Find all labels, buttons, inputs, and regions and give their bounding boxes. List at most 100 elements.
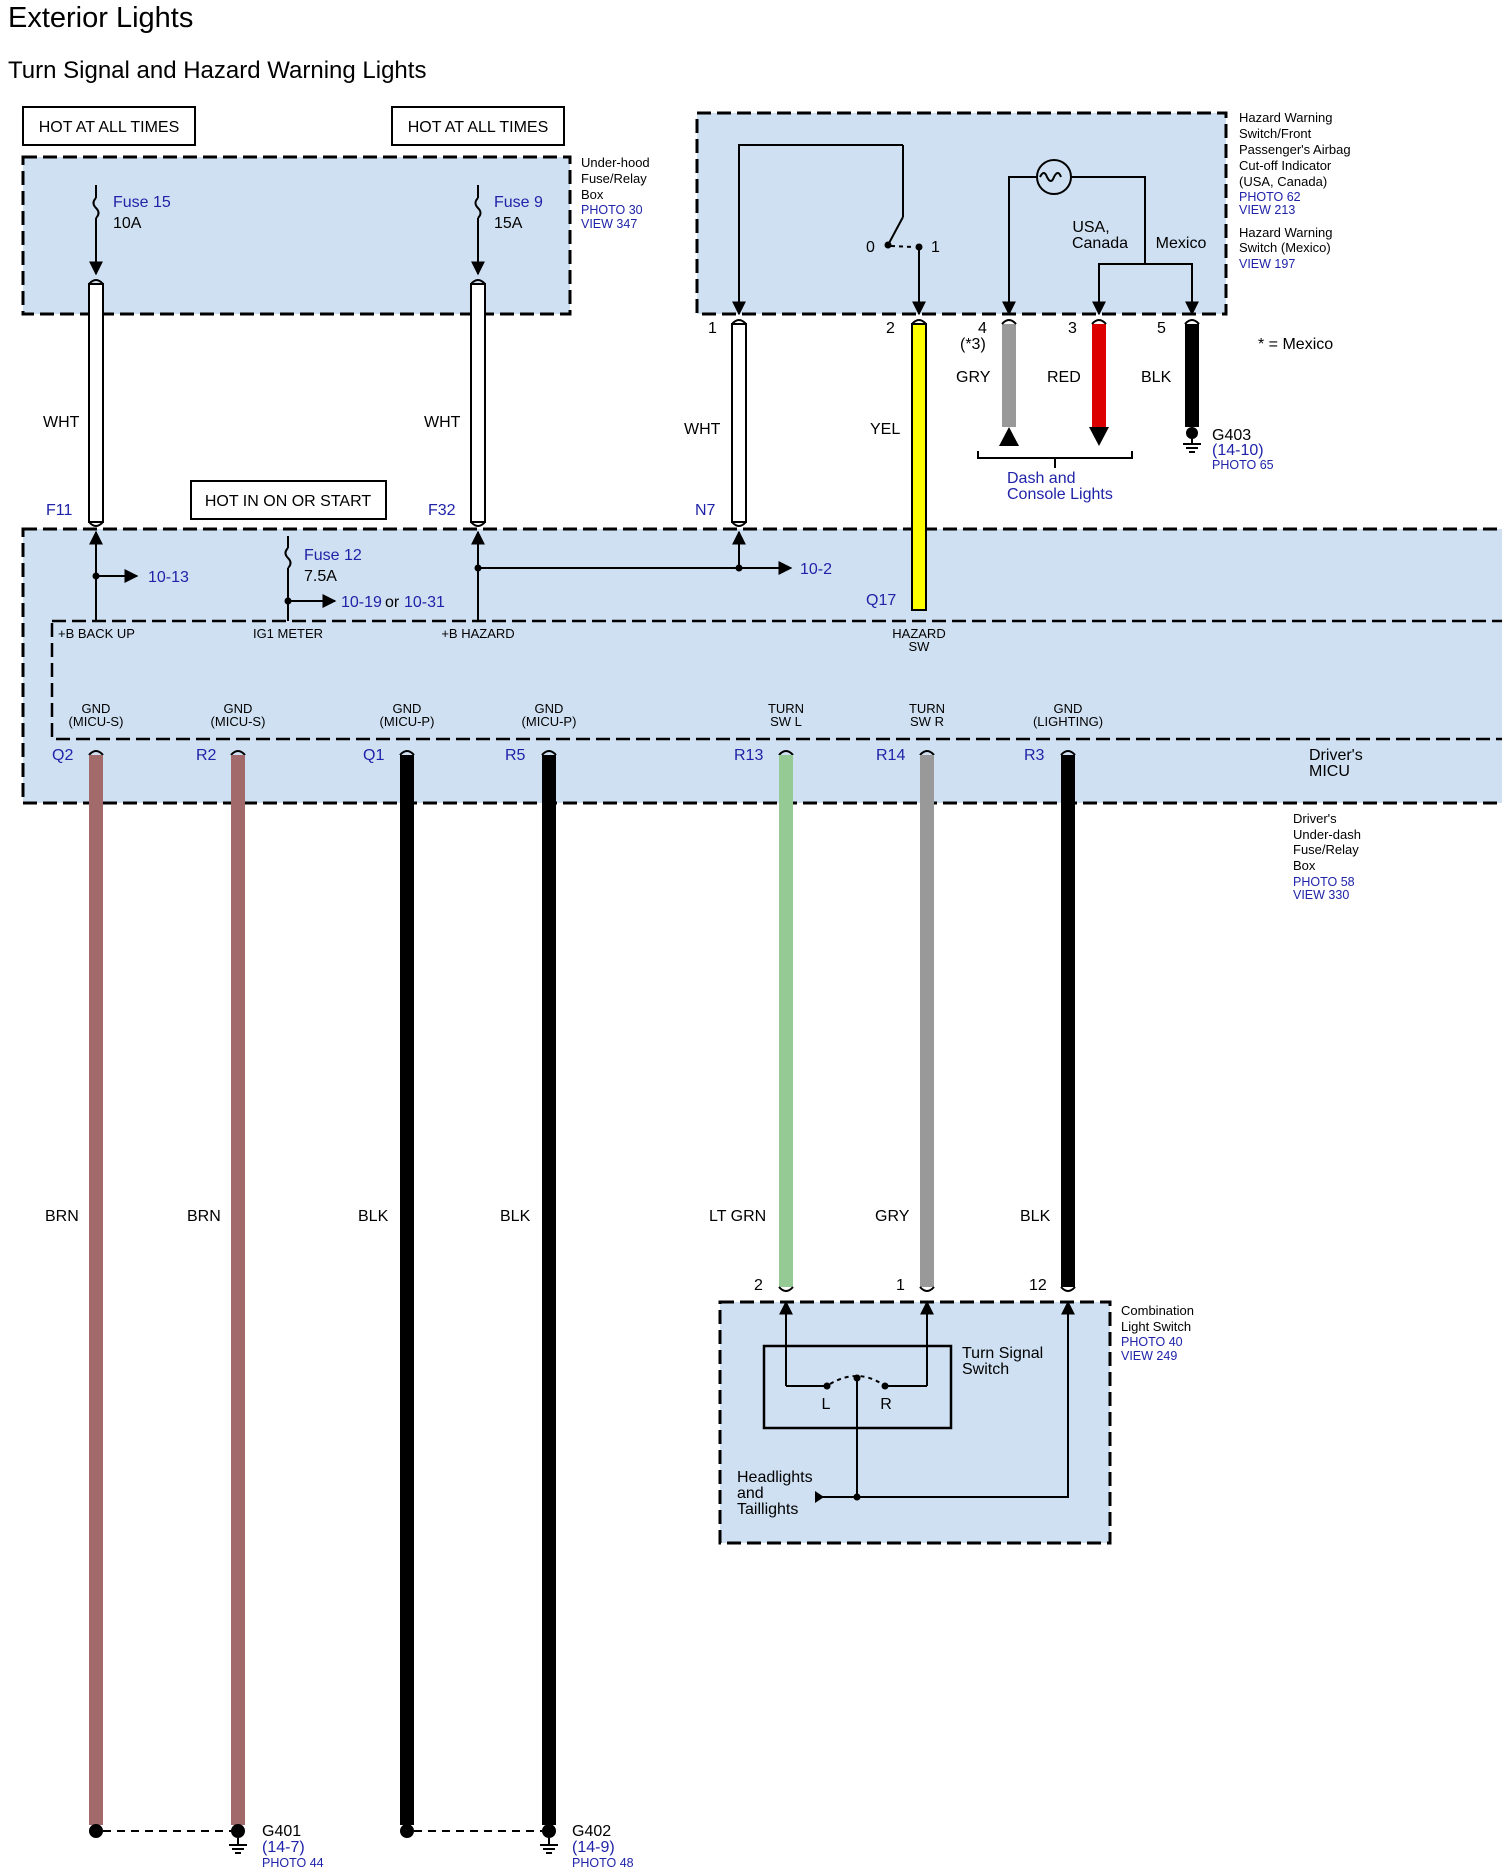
- under-dash-pin-labels: F11 F32 N7 Q17: [46, 502, 896, 609]
- svg-text:(14-10): (14-10): [1212, 442, 1264, 459]
- svg-text:VIEW 197: VIEW 197: [1239, 257, 1295, 271]
- wire-gry-r14: GRY: [875, 750, 935, 1292]
- svg-text:BLK: BLK: [1020, 1208, 1051, 1225]
- page-title: Exterior Lights: [8, 2, 194, 34]
- svg-text:Combination: Combination: [1121, 1303, 1194, 1318]
- svg-text:VIEW 213: VIEW 213: [1239, 203, 1295, 217]
- b-backup-circuit: 10-13: [89, 530, 189, 621]
- svg-text:GND: GND: [1054, 701, 1083, 716]
- wire-brn-r2: BRN: [187, 750, 246, 1825]
- svg-text:Mexico: Mexico: [1156, 235, 1207, 252]
- svg-text:Turn Signal: Turn Signal: [962, 1345, 1043, 1362]
- svg-text:Box: Box: [1293, 858, 1316, 873]
- fuse-9: Fuse 9 15A: [471, 185, 543, 276]
- svg-text:GRY: GRY: [956, 369, 991, 386]
- svg-text:12: 12: [1029, 1277, 1047, 1294]
- svg-text:(MICU-S): (MICU-S): [69, 714, 124, 729]
- svg-text:R: R: [880, 1396, 892, 1413]
- indicator-lamp-circuit: USA, Canada Mexico: [1002, 159, 1207, 316]
- svg-text:HAZARD: HAZARD: [892, 626, 945, 641]
- hot-at-all-times-label-2: HOT AT ALL TIMES: [391, 106, 565, 146]
- svg-text:Canada: Canada: [1072, 235, 1128, 252]
- svg-text:PHOTO 65: PHOTO 65: [1212, 458, 1274, 472]
- svg-text:Light Switch: Light Switch: [1121, 1319, 1191, 1334]
- svg-text:G402: G402: [572, 1823, 611, 1840]
- micu-bottom-pins: Q2 R2 Q1 R5 R13 R14 R3: [52, 747, 1045, 764]
- wire-blk-r5: BLK: [500, 750, 557, 1825]
- wire-blk-g403: BLK: [1141, 319, 1200, 427]
- svg-text:PHOTO 58: PHOTO 58: [1293, 875, 1355, 889]
- svg-text:BLK: BLK: [1141, 369, 1172, 386]
- svg-text:Switch (Mexico): Switch (Mexico): [1239, 240, 1331, 255]
- svg-text:F32: F32: [428, 502, 456, 519]
- svg-text:PHOTO 30: PHOTO 30: [581, 203, 643, 217]
- under-dash-fuse-box: [21, 527, 1502, 805]
- svg-text:Fuse/Relay: Fuse/Relay: [1293, 842, 1359, 857]
- svg-text:1: 1: [931, 239, 940, 256]
- under-dash-box-label: Driver's Under-dash Fuse/Relay Box PHOTO…: [1293, 811, 1361, 902]
- svg-text:Switch: Switch: [962, 1361, 1009, 1378]
- svg-text:USA,: USA,: [1072, 219, 1109, 236]
- wire-wht-f32: WHT: [424, 279, 486, 527]
- micu-ground-labels: GND (MICU-S) GND (MICU-S) GND (MICU-P) G…: [69, 701, 1103, 729]
- svg-text:TURN: TURN: [768, 701, 804, 716]
- svg-text:VIEW 330: VIEW 330: [1293, 888, 1349, 902]
- svg-text:BRN: BRN: [45, 1208, 79, 1225]
- svg-text:GND: GND: [82, 701, 111, 716]
- combination-switch-box: [718, 1300, 1112, 1545]
- svg-text:2: 2: [886, 320, 895, 337]
- svg-text:(14-7): (14-7): [262, 1839, 305, 1856]
- svg-text:HOT AT ALL TIMES: HOT AT ALL TIMES: [39, 119, 180, 136]
- svg-text:3: 3: [1068, 320, 1077, 337]
- svg-text:PHOTO 62: PHOTO 62: [1239, 190, 1301, 204]
- g401-ground-icon: G401 (14-7) PHOTO 44: [89, 1823, 324, 1870]
- svg-text:Taillights: Taillights: [737, 1501, 798, 1518]
- svg-text:GND: GND: [393, 701, 422, 716]
- svg-text:5: 5: [1157, 320, 1166, 337]
- svg-text:MICU: MICU: [1309, 763, 1350, 780]
- svg-text:VIEW 347: VIEW 347: [581, 217, 637, 231]
- svg-text:HOT IN ON OR START: HOT IN ON OR START: [205, 493, 371, 510]
- svg-text:R14: R14: [876, 747, 905, 764]
- svg-text:R2: R2: [196, 747, 217, 764]
- hazard-switch-label: Hazard Warning Switch/Front Passenger's …: [1239, 110, 1351, 271]
- svg-text:PHOTO 48: PHOTO 48: [572, 1856, 634, 1870]
- wire-gry-dash: GRY: [956, 319, 1019, 446]
- svg-text:Q17: Q17: [866, 592, 896, 609]
- g403-ground-icon: G403 (14-10) PHOTO 65: [1183, 427, 1274, 472]
- underhood-box-label: Under-hood Fuse/Relay Box PHOTO 30 VIEW …: [581, 155, 650, 231]
- svg-text:YEL: YEL: [870, 421, 900, 438]
- wire-yel-q17: YEL: [870, 319, 927, 611]
- svg-text:Hazard Warning: Hazard Warning: [1239, 225, 1332, 240]
- wire-brn-q2: BRN: [45, 750, 104, 1825]
- svg-text:10-13: 10-13: [148, 569, 189, 586]
- svg-text:10-31: 10-31: [404, 594, 445, 611]
- b-hazard-circuit: 10-2: [471, 530, 832, 621]
- svg-text:2: 2: [754, 1277, 763, 1294]
- svg-text:(*3): (*3): [960, 336, 986, 353]
- g402-ground-icon: G402 (14-9) PHOTO 48: [400, 1823, 634, 1870]
- svg-text:10A: 10A: [113, 215, 142, 232]
- svg-text:Driver's: Driver's: [1309, 747, 1363, 764]
- micu-box: [50, 619, 1502, 741]
- svg-text:SW R: SW R: [910, 714, 944, 729]
- svg-text:BLK: BLK: [500, 1208, 531, 1225]
- micu-label: Driver's MICU: [1309, 747, 1363, 780]
- svg-text:7.5A: 7.5A: [304, 568, 337, 585]
- svg-text:Dash and: Dash and: [1007, 470, 1076, 487]
- wire-blk-r3: BLK: [1020, 750, 1076, 1292]
- svg-text:0: 0: [866, 239, 875, 256]
- svg-text:(USA, Canada): (USA, Canada): [1239, 174, 1327, 189]
- svg-text:1: 1: [708, 320, 717, 337]
- svg-text:Passenger's Airbag: Passenger's Airbag: [1239, 142, 1351, 157]
- svg-text:Q2: Q2: [52, 747, 73, 764]
- svg-text:Box: Box: [581, 187, 604, 202]
- svg-text:GND: GND: [224, 701, 253, 716]
- svg-text:(14-9): (14-9): [572, 1839, 615, 1856]
- svg-text:GND: GND: [535, 701, 564, 716]
- svg-text:Q1: Q1: [363, 747, 384, 764]
- wire-wht-n7: WHT: [684, 319, 747, 527]
- svg-text:F11: F11: [46, 502, 72, 519]
- svg-text:SW L: SW L: [770, 714, 802, 729]
